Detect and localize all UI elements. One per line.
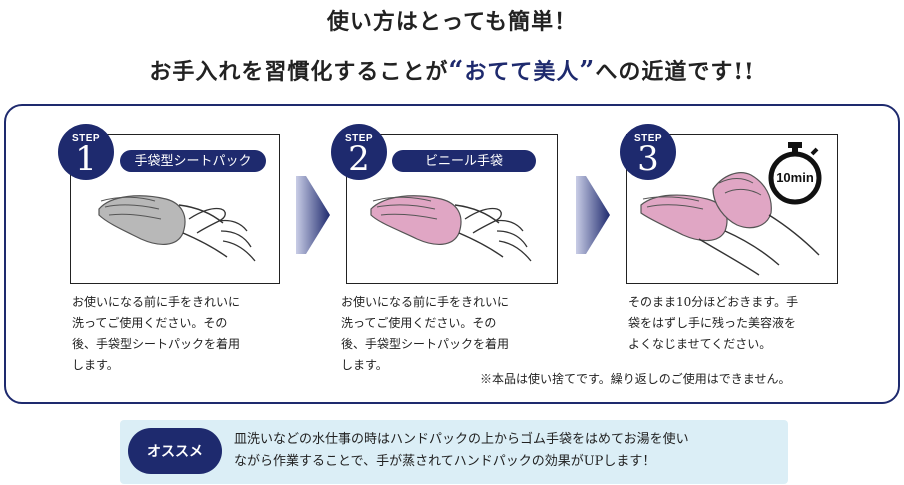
headline-line2: お手入れを習慣化することが“おてて美人”への近道です!!: [0, 54, 904, 86]
step1-label: 手袋型シートパック: [120, 150, 266, 172]
step1-number: 1: [75, 139, 97, 179]
recommend-panel: オススメ 皿洗いなどの水仕事の時はハンドパックの上からゴム手袋をはめてお湯を使い…: [120, 420, 788, 484]
step3-number: 3: [637, 139, 659, 179]
recommend-badge: オススメ: [128, 428, 222, 474]
timer-label: 10min: [776, 170, 814, 185]
step1-line: 洗ってご使用ください。その: [72, 316, 228, 330]
step2-number: 2: [348, 139, 370, 179]
step1-badge: STEP 1: [58, 124, 114, 180]
step2-line: 後、手袋型シートパックを着用: [341, 337, 510, 351]
step3-line: そのまま10分ほどおきます。手: [628, 295, 799, 309]
step3-line: よくなじませてください。: [628, 337, 772, 351]
stopwatch-icon: [768, 142, 822, 205]
step2-badge: STEP 2: [331, 124, 387, 180]
step2-description: お使いになる前に手をきれいに 洗ってご使用ください。その 後、手袋型シートパック…: [341, 292, 571, 376]
step3-badge: STEP 3: [620, 124, 676, 180]
step2-line: お使いになる前に手をきれいに: [341, 295, 510, 309]
glove-sheet-illustration: [98, 195, 256, 262]
steps-frame: [4, 104, 900, 404]
step3-description: そのまま10分ほどおきます。手 袋をはずし手に残った美容液を よくなじませてくだ…: [628, 292, 848, 355]
step1-description: お使いになる前に手をきれいに 洗ってご使用ください。その 後、手袋型シートパック…: [72, 292, 302, 376]
step1-line: お使いになる前に手をきれいに: [72, 295, 241, 309]
brand-name: おてて美人: [464, 59, 580, 85]
headline-post: への近道です!!: [595, 59, 755, 85]
headline-line1: 使い方はとっても簡単！: [326, 9, 578, 35]
vinyl-glove-illustration: [370, 195, 532, 262]
step1-word: STEP: [71, 133, 101, 144]
recommend-line: ながら作業することで、手が蒸されてハンドパックの効果がUPします！: [234, 454, 656, 469]
step3-line: 袋をはずし手に残った美容液を: [628, 316, 797, 330]
step2-line: 洗ってご使用ください。その: [341, 316, 497, 330]
quote-open: “: [448, 56, 465, 86]
recommend-text: 皿洗いなどの水仕事の時はハンドパックの上からゴム手袋をはめてお湯を使い ながら作…: [234, 429, 774, 473]
gloved-hands-illustration: [640, 172, 820, 276]
disposable-note: ※本品は使い捨てです。繰り返しのご使用はできません。: [480, 372, 791, 386]
step2-word: STEP: [344, 133, 374, 144]
arrow-right-icon: [296, 176, 330, 254]
headline-pre: お手入れを習慣化することが: [149, 59, 449, 85]
quote-close: ”: [579, 56, 596, 86]
step1-line: します。: [72, 358, 119, 372]
recommend-line: 皿洗いなどの水仕事の時はハンドパックの上からゴム手袋をはめてお湯を使い: [234, 432, 689, 447]
arrow-right-icon: [576, 176, 610, 254]
step2-label: ビニール手袋: [392, 150, 536, 172]
step2-line: します。: [341, 358, 388, 372]
step1-line: 後、手袋型シートパックを着用: [72, 337, 241, 351]
step3-word: STEP: [633, 133, 663, 144]
